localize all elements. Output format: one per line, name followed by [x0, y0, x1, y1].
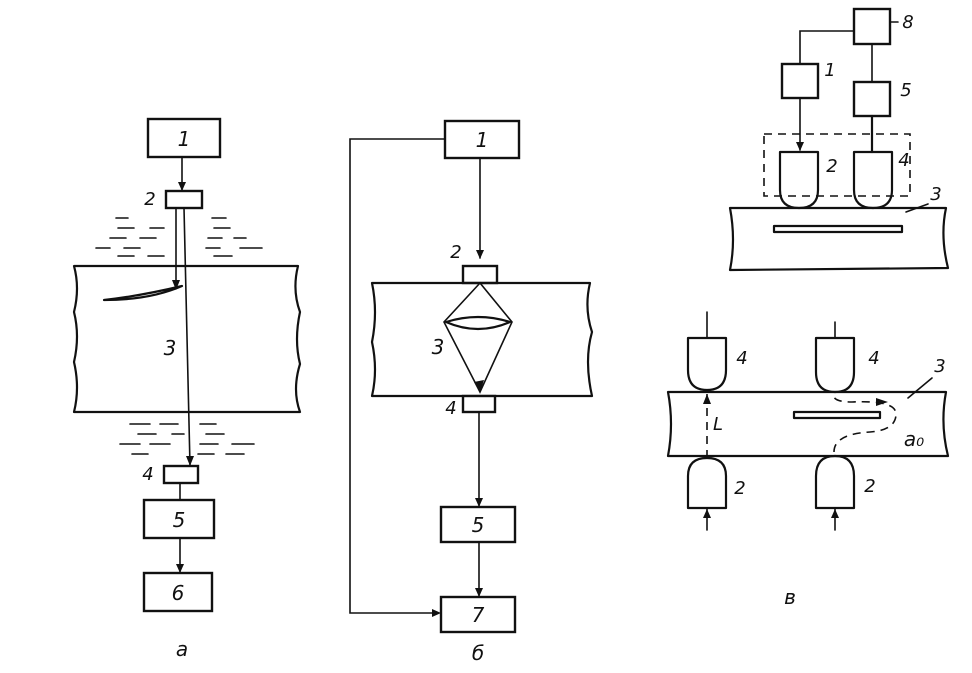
panel-a-water-top — [95, 217, 263, 257]
panel-c-lower-transmitter-left — [686, 456, 728, 510]
panel-c-bottom: 4 4 3 a₀ L 2 2 в — [666, 311, 950, 609]
panel-c-top: 8 1 5 2 4 3 — [728, 7, 950, 272]
panel-c-flaw — [772, 224, 904, 234]
panel-b-flaw — [444, 315, 512, 331]
panel-b-block-7 — [439, 595, 517, 634]
panel-a-beam-arrow-flaw — [172, 280, 180, 290]
panel-c-lower-label-4-left: 4 — [736, 348, 747, 369]
panel-a-water-bottom — [119, 423, 255, 455]
panel-c-lower-flaw — [792, 410, 882, 420]
panel-b: 1 2 3 4 5 7 б — [349, 119, 594, 665]
panel-b-block-7-label: 7 — [472, 603, 485, 627]
panel-a-block-6 — [142, 571, 214, 613]
panel-b-beam-arrow-down — [474, 380, 484, 393]
panel-b-label-4: 4 — [445, 398, 456, 419]
panel-a-specimen-3 — [72, 264, 302, 414]
panel-c-block-8 — [852, 7, 892, 46]
panel-b-specimen-3 — [370, 281, 594, 398]
panel-c-lower-label-2-right: 2 — [864, 476, 875, 497]
panel-b-label-2: 2 — [450, 242, 461, 263]
panel-b-label-3: 3 — [432, 335, 445, 359]
panel-c-lower-label-2-left: 2 — [734, 478, 745, 499]
panel-b-block-1-label: 1 — [476, 128, 489, 152]
panel-a-caption: а — [176, 637, 188, 661]
panel-c-block-1 — [780, 62, 820, 100]
panel-a-block-5 — [142, 498, 216, 540]
panel-c-line-1-8 — [799, 30, 855, 65]
panel-b-block-5 — [439, 505, 517, 544]
panel-c-lower-wave-arrow — [876, 398, 888, 406]
panel-b-block-5-label: 5 — [472, 513, 485, 537]
panel-c-lower-label-3: 3 — [934, 356, 945, 377]
panel-a-label-3: 3 — [164, 336, 177, 360]
panel-c-block-5-label: 5 — [900, 80, 911, 101]
panel-c-receiver-4 — [852, 150, 894, 210]
panel-c-specimen-3 — [728, 206, 950, 272]
panel-a: 1 2 3 4 5 — [72, 117, 302, 661]
panel-b-caption: б — [472, 641, 484, 665]
panel-c-lower-label-a0: a₀ — [904, 427, 924, 451]
panel-c-label-2: 2 — [826, 156, 837, 177]
panel-a-beam-arrow-receiver — [186, 456, 194, 466]
panel-b-beam-diamond — [443, 281, 513, 394]
panel-a-block-1 — [146, 117, 222, 159]
panel-c-arrow-1-2 — [796, 142, 804, 151]
panel-b-arrow-4-5 — [475, 498, 483, 507]
panel-a-label-4: 4 — [142, 464, 153, 485]
panel-c-lower-receiver-right — [814, 336, 856, 394]
panel-b-arrow-5-7 — [475, 588, 483, 597]
panel-c-lower-direct-arrow — [703, 394, 711, 404]
panel-a-receiver-4 — [162, 464, 200, 485]
panel-c-probe-housing — [763, 133, 911, 197]
panel-c-caption: в — [784, 585, 796, 609]
panel-a-block-1-label: 1 — [178, 127, 191, 151]
panel-a-arrow-5-6 — [176, 564, 184, 573]
panel-a-transmitter-2 — [164, 189, 204, 210]
panel-a-beam-through — [183, 207, 191, 467]
panel-a-block-6-label: 6 — [172, 581, 185, 605]
panel-b-sync-line — [349, 138, 446, 614]
panel-b-block-1 — [443, 119, 521, 160]
panel-c-lower-label-4-right: 4 — [868, 348, 879, 369]
panel-c-label-4: 4 — [898, 150, 909, 171]
panel-c-lower-arrow-left-2 — [703, 509, 711, 518]
panel-c-label-3: 3 — [930, 184, 941, 205]
panel-b-sync-arrow — [432, 609, 441, 617]
panel-a-label-2: 2 — [144, 189, 155, 210]
panel-c-lower-label-3-leader — [907, 377, 933, 399]
panel-c-lower-specimen-3 — [666, 390, 950, 458]
panel-b-receiver-4 — [461, 394, 497, 414]
panel-a-block-5-label: 5 — [173, 508, 186, 532]
panel-c-lower-transmitter-right — [814, 454, 856, 510]
panel-c-transmitter-2 — [778, 150, 820, 210]
panel-c-lower-arrow-right-2 — [831, 509, 839, 518]
panel-c-lower-wave-path — [832, 391, 897, 453]
panel-c-block-1-label: 1 — [824, 60, 835, 81]
panel-a-arrow-1-2 — [178, 182, 186, 191]
panel-c-block-5 — [852, 80, 892, 118]
panel-c-lower-receiver-left — [686, 336, 728, 392]
panel-c-lower-label-l: L — [713, 414, 723, 435]
panel-c-label-3-leader — [905, 203, 929, 213]
panel-b-arrow-1-2 — [476, 250, 484, 259]
panel-a-flaw — [102, 284, 184, 302]
panel-c-block-8-label: 8 — [902, 12, 913, 33]
panel-b-transmitter-2 — [461, 264, 499, 285]
